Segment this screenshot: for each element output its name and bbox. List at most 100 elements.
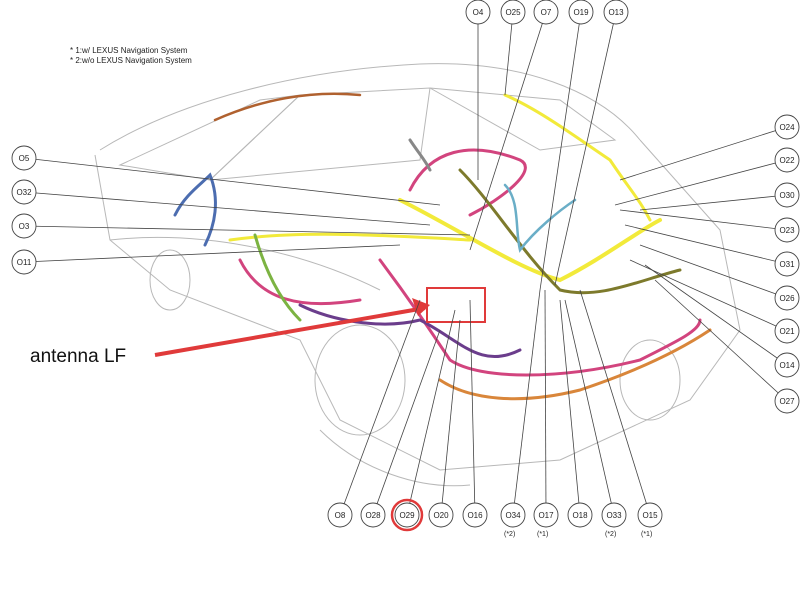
callout-label: O27 [779, 397, 795, 406]
callout-label: O25 [505, 8, 521, 17]
callout-o8: O8 [327, 502, 353, 528]
callout-label: O21 [779, 327, 795, 336]
leader-o32 [23, 191, 431, 226]
leader-o19 [539, 11, 582, 291]
callout-o7: O7 [533, 0, 559, 25]
leader-o30 [639, 194, 788, 211]
callout-o31: O31 [774, 251, 800, 277]
leader-o11 [23, 244, 401, 263]
highlight-ring [390, 498, 424, 532]
leader-o3 [23, 225, 471, 236]
leader-o18 [559, 299, 581, 516]
harness-green [253, 233, 302, 322]
leader-o17 [544, 289, 547, 516]
callout-label: O24 [779, 123, 795, 132]
callout-o21: O21 [774, 318, 800, 344]
callout-o29: O29 [390, 498, 424, 532]
callout-o27: O27 [774, 388, 800, 414]
callout-o32: O32 [11, 179, 37, 205]
callout-label: O26 [779, 294, 795, 303]
callout-o17: O17 [533, 502, 559, 528]
leader-o33 [564, 299, 615, 516]
callout-label: O32 [16, 188, 32, 197]
callout-label: O34 [505, 511, 521, 520]
footnote-2: * 2:w/o LEXUS Navigation System [70, 56, 192, 65]
callout-label: O20 [433, 511, 449, 520]
leader-o21 [629, 259, 788, 332]
callout-o30: O30 [774, 182, 800, 208]
leader-o5 [23, 157, 441, 206]
callout-o15: O15 [637, 502, 663, 528]
callout-o23: O23 [774, 217, 800, 243]
callout-label: O13 [608, 8, 624, 17]
leader-o23 [619, 209, 788, 231]
harness-yellow-main [398, 198, 662, 283]
leader-o22 [614, 159, 788, 206]
leader-o34 [512, 289, 541, 516]
callout-o16: O16 [462, 502, 488, 528]
car-front-bumper [319, 429, 471, 487]
callout-o22: O22 [774, 147, 800, 173]
callout-label: O30 [779, 191, 795, 200]
callout-label: O19 [573, 8, 589, 17]
antenna-pointer-arrow [154, 306, 426, 357]
callout-o14: O14 [774, 352, 800, 378]
callout-o19: O19 [568, 0, 594, 25]
callout-label: O33 [606, 511, 622, 520]
callout-o25: O25 [500, 0, 526, 25]
callout-label: O14 [779, 361, 795, 370]
callout-label: O16 [467, 511, 483, 520]
footnote-1: * 1:w/ LEXUS Navigation System [70, 46, 188, 55]
leader-o31 [624, 224, 788, 265]
callout-note-o33: (*2) [605, 531, 617, 538]
rear-wheel [619, 339, 681, 421]
callout-o3: O3 [11, 213, 37, 239]
callout-o5: O5 [11, 145, 37, 171]
callout-o26: O26 [774, 285, 800, 311]
callout-label: O4 [473, 8, 484, 17]
callout-note-o17: (*1) [537, 531, 549, 538]
callout-label: O17 [538, 511, 554, 520]
callout-o24: O24 [774, 114, 800, 140]
car-windshield [118, 94, 302, 181]
car-rear-window [429, 87, 617, 151]
leader-o26 [639, 244, 788, 299]
callout-o4: O4 [465, 0, 491, 25]
side-wheel [149, 249, 191, 311]
leader-o25 [504, 11, 514, 96]
callout-o33: O33 [601, 502, 627, 528]
leader-o27 [654, 279, 788, 402]
harness-gray [408, 138, 432, 172]
antenna-arrow-head [412, 298, 430, 316]
car-hood-line [109, 236, 381, 291]
callout-label: O3 [19, 222, 30, 231]
callout-label: O31 [779, 260, 795, 269]
leader-o16 [469, 299, 476, 516]
harness-teal [503, 183, 577, 253]
callout-label: O23 [779, 226, 795, 235]
leader-o29 [406, 309, 456, 516]
leader-o28 [372, 329, 441, 516]
antenna-label: antenna LF [30, 346, 127, 367]
leader-o24 [619, 126, 788, 181]
harness-pink-upper [408, 148, 527, 217]
harness-orange [438, 328, 712, 401]
callout-o28: O28 [360, 502, 386, 528]
harness-brown [213, 92, 362, 122]
harness-blue [173, 172, 217, 247]
callout-o18: O18 [567, 502, 593, 528]
callout-o20: O20 [428, 502, 454, 528]
harness-yellow-roof [503, 93, 652, 222]
callout-label: O28 [365, 511, 381, 520]
harness-olive [458, 168, 682, 295]
harness-pink-left [238, 258, 362, 306]
car-roof-outline [99, 63, 641, 151]
callout-label: O11 [17, 258, 32, 267]
callout-label: O5 [19, 154, 30, 163]
leader-lines [23, 11, 788, 516]
callout-label: O29 [399, 511, 415, 520]
callout-o13: O13 [603, 0, 629, 25]
